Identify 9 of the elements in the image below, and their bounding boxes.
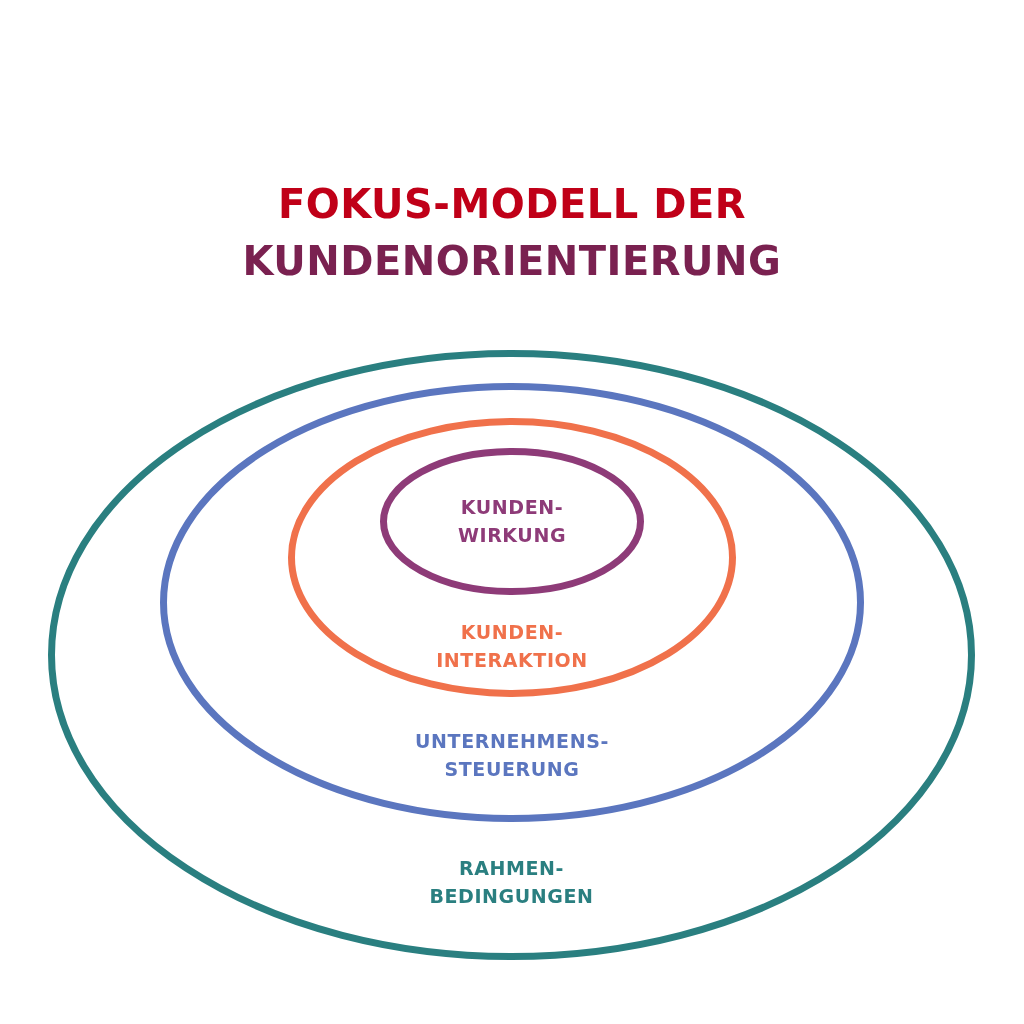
- ring-label: RAHMEN-BEDINGUNGEN: [429, 856, 594, 909]
- ellipse-ring: [48, 350, 975, 960]
- ring-label: UNTERNEHMENS-STEUERUNG: [415, 729, 609, 782]
- diagram-title: FOKUS-MODELL DER KUNDENORIENTIERUNG: [241, 180, 783, 286]
- ring-label: KUNDEN-INTERAKTION: [436, 620, 588, 673]
- ellipse-ring: [288, 418, 736, 697]
- ellipse-ring: [380, 448, 644, 595]
- ellipse-ring: [160, 383, 864, 822]
- ring-label: KUNDEN-WIRKUNG: [457, 495, 567, 548]
